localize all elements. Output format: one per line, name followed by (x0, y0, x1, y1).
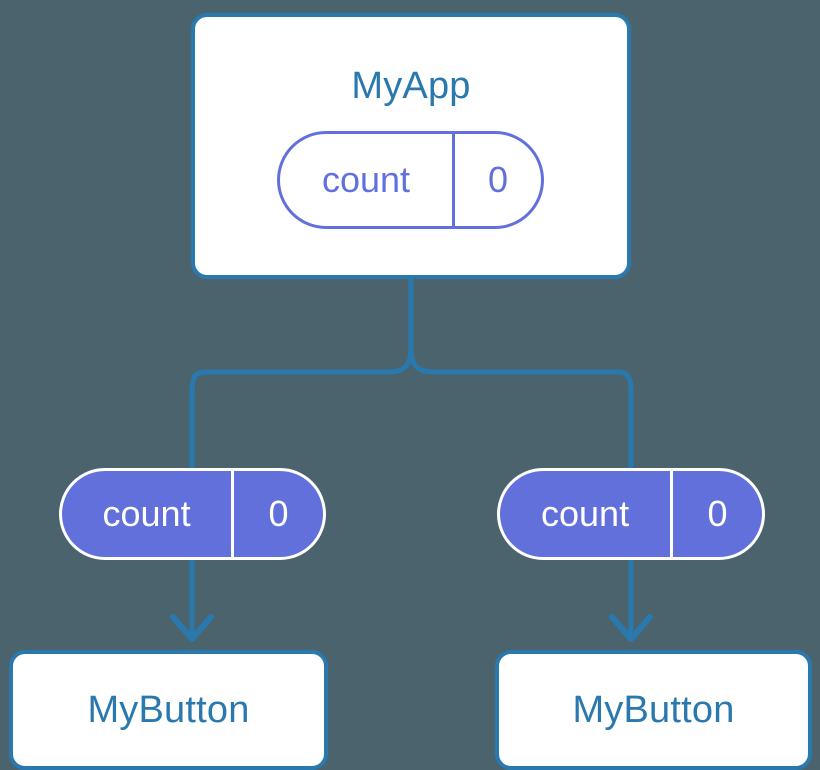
state-pill-value: 0 (707, 493, 728, 534)
state-pill-myapp-count[interactable]: count 0 (277, 131, 544, 229)
state-pill-value: 0 (487, 159, 509, 200)
component-title-mybutton: MyButton (572, 689, 735, 731)
component-box-mybutton-left[interactable]: MyButton (9, 650, 328, 770)
state-pill-key: count (280, 134, 455, 226)
component-title-mybutton: MyButton (87, 689, 250, 731)
arrow-head-right-icon (609, 614, 653, 642)
component-title-myapp: MyApp (351, 65, 471, 107)
branch-connector-right (408, 347, 634, 468)
state-pill-child-left-count[interactable]: count 0 (59, 468, 326, 560)
state-pill-child-right-count[interactable]: count 0 (497, 468, 765, 560)
component-box-mybutton-right[interactable]: MyButton (495, 650, 812, 770)
branch-connector-left (189, 347, 414, 468)
arrow-head-left-icon (170, 614, 214, 642)
state-pill-key: count (62, 471, 235, 557)
state-pill-value: 0 (268, 493, 289, 534)
state-pill-key: count (500, 471, 674, 557)
